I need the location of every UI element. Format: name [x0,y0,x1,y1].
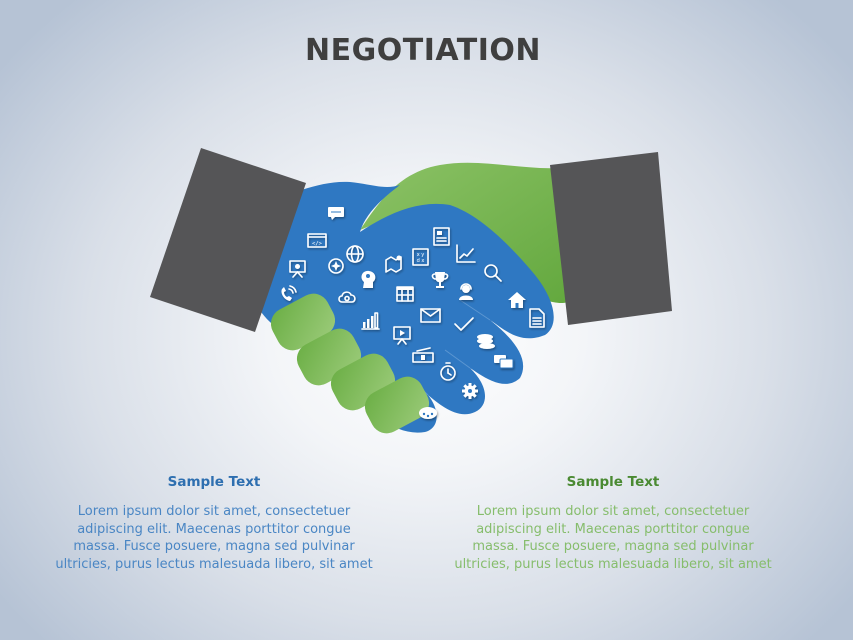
left-sleeve [150,148,306,332]
phone-icon [281,285,297,301]
globe-icon [346,245,364,263]
column-body: Lorem ipsum dolor sit amet, consectetuer… [454,504,772,572]
column-heading: Sample Text [566,474,660,490]
stopwatch-icon [440,362,456,381]
bar-chart-icon [361,312,380,330]
coins-icon [477,334,495,349]
code-window-icon: </> [307,233,327,248]
green-fingers [270,293,430,434]
text-column-left: Sample Text Lorem ipsum dolor sit amet, … [54,474,374,573]
right-sleeve [550,152,672,325]
column-heading: Sample Text [167,474,261,490]
compass-icon [328,258,344,274]
calendar-icon [396,286,414,302]
map-pin-icon [385,255,402,273]
support-agent-icon [459,283,473,300]
svg-text:d x: d x [417,258,425,264]
presentation-board-icon [289,260,306,278]
palette-icon [419,407,437,419]
envelope-icon [420,308,441,323]
chat-bubble-icon [328,207,344,220]
line-chart-icon [456,244,476,263]
document-icon [529,308,545,328]
right-hand [360,162,572,304]
newspaper-icon [433,227,450,246]
cloud-sync-icon [338,291,356,303]
formula-board-icon: x y d x [412,248,429,266]
gear-icon [462,383,478,399]
brain-gears-icon [361,270,376,288]
cash-icon [412,347,434,363]
video-board-icon [393,326,411,345]
svg-text:</>: </> [312,241,323,247]
chat-bubbles-icon [494,355,514,369]
slide-title: NEGOTIATION [305,33,541,68]
svg-text:x y: x y [417,252,425,258]
column-body: Lorem ipsum dolor sit amet, consectetuer… [55,504,373,572]
checkmark-icon [454,317,474,331]
home-icon [508,292,526,308]
text-column-right: Sample Text Lorem ipsum dolor sit amet, … [453,474,773,573]
magnifier-icon [484,264,502,282]
trophy-icon [431,272,449,288]
